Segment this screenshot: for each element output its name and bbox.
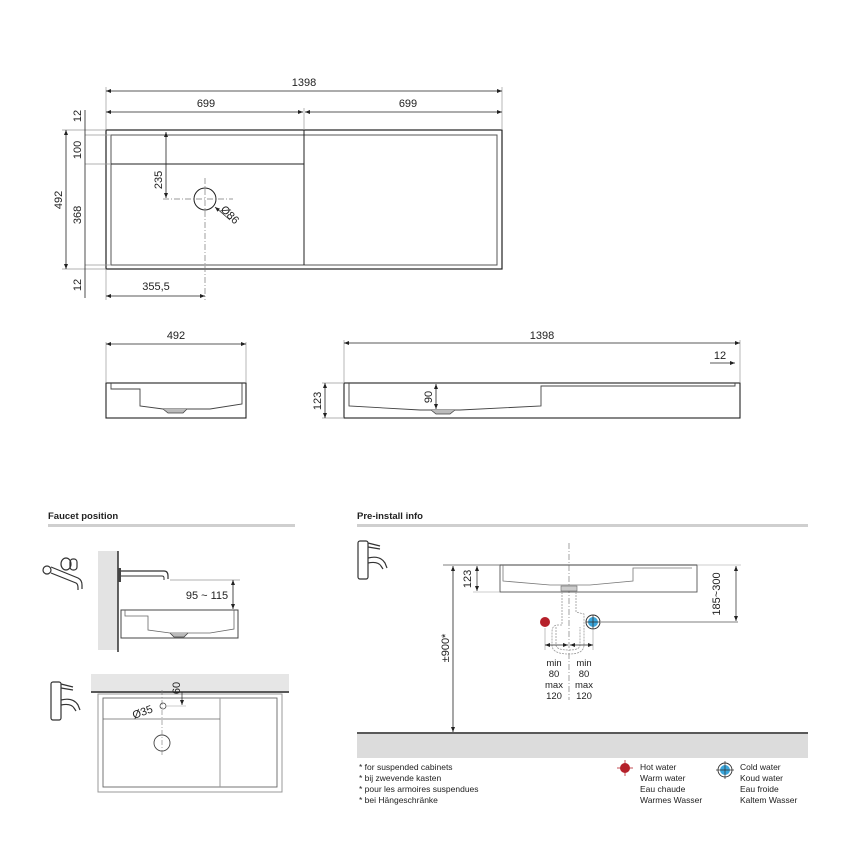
preinstall-height-label: 123 <box>462 570 474 588</box>
footnote-fr: * pour les armoires suspendues <box>359 784 479 794</box>
cold-water-label-fr: Eau froide <box>740 784 779 794</box>
right-spacing-line2: 80 <box>579 669 590 680</box>
wall-faucet-icon <box>42 557 83 590</box>
footnotes: * for suspended cabinets * bij zwevende … <box>359 762 479 806</box>
floor <box>357 734 808 758</box>
drain-left-offset-label: 355,5 <box>142 281 170 293</box>
bowl-height-label: 90 <box>423 391 435 403</box>
right-spacing-line3: max <box>575 680 593 691</box>
preinstall-diagram: min 80 max 120 min 80 max 120 123 185~30… <box>357 540 808 758</box>
footnote-nl: * bij zwevende kasten <box>359 773 442 783</box>
left-spacing-line2: 80 <box>549 669 560 680</box>
drain-offset-label: 235 <box>153 171 165 189</box>
hot-water-label-nl: Warm water <box>640 773 686 783</box>
shelf-depth-label: 100 <box>72 141 84 159</box>
bowl-depth-label: 368 <box>72 206 84 224</box>
spout-height-label: 95 ~ 115 <box>186 590 228 602</box>
hot-water-marker <box>540 617 550 627</box>
faucet-position-title: Faucet position <box>48 511 119 522</box>
total-depth-label: 492 <box>53 191 65 209</box>
hole-offset-label: 60 <box>171 682 183 694</box>
right-spacing-line4: 120 <box>576 691 592 702</box>
deck-faucet-icon <box>357 540 388 580</box>
wall-faucet-diagram: 95 ~ 115 <box>42 551 240 652</box>
cold-water-marker <box>585 614 601 630</box>
left-spacing-line1: min <box>546 658 561 669</box>
footnote-en: * for suspended cabinets <box>359 762 453 772</box>
cold-water-legend: Cold water Koud water Eau froide Kaltem … <box>740 762 797 806</box>
cold-water-label-de: Kaltem Wasser <box>740 795 798 805</box>
mount-height-label: ±900* <box>440 633 452 662</box>
front-rim-label: 12 <box>714 350 726 362</box>
deck-faucet-icon <box>50 681 81 721</box>
drain-diameter-label: Ø86 <box>218 204 241 227</box>
rim-top-label: 12 <box>72 110 84 122</box>
half-width-right-label: 699 <box>399 98 417 110</box>
deck-faucet-diagram: 60 Ø35 <box>50 674 289 793</box>
supply-height-label: 185~300 <box>711 572 723 615</box>
hot-water-label-fr: Eau chaude <box>640 784 686 794</box>
side-view: 492 <box>105 330 247 419</box>
total-width-label: 1398 <box>292 77 316 89</box>
rim-bottom-label: 12 <box>72 279 84 291</box>
hot-water-label-en: Hot water <box>640 762 677 772</box>
hot-water-legend-icon <box>617 760 633 776</box>
preinstall-title: Pre-install info <box>357 511 423 522</box>
front-view: 1398 12 123 90 <box>312 330 741 419</box>
right-spacing-line1: min <box>576 658 591 669</box>
faucet-section-divider <box>48 524 295 527</box>
half-width-left-label: 699 <box>197 98 215 110</box>
front-height-label: 123 <box>312 392 324 410</box>
hot-water-label-de: Warmes Wasser <box>640 795 703 805</box>
footnote-de: * bei Hängeschränke <box>359 795 438 805</box>
cold-water-label-en: Cold water <box>740 762 781 772</box>
side-depth-label: 492 <box>167 330 185 342</box>
top-view: Ø86 1398 699 699 492 12 100 368 12 235 3… <box>53 77 503 300</box>
front-width-label: 1398 <box>530 330 554 342</box>
preinstall-section-divider <box>357 524 808 527</box>
cold-water-legend-icon <box>716 761 734 779</box>
cold-water-label-nl: Koud water <box>740 773 783 783</box>
left-spacing-line4: 120 <box>546 691 562 702</box>
hot-water-legend: Hot water Warm water Eau chaude Warmes W… <box>640 762 702 806</box>
left-spacing-line3: max <box>545 680 563 691</box>
